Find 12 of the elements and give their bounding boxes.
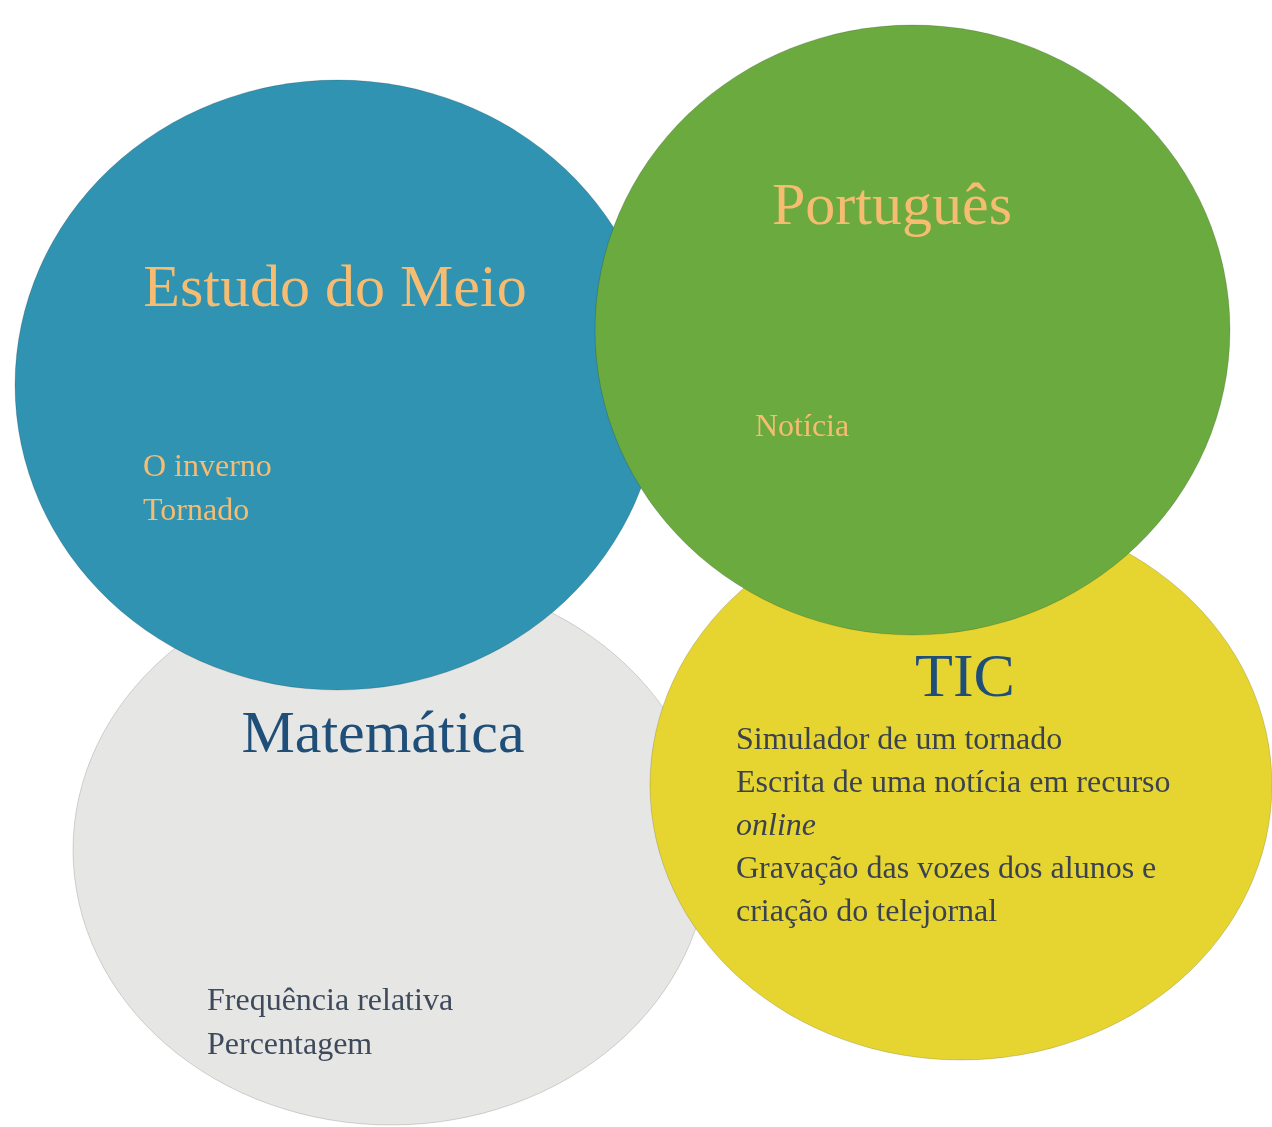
subject-title: Estudo do Meio — [143, 252, 527, 321]
topic-text: Simulador de um tornado — [736, 719, 1063, 758]
topic-text: Tornado — [143, 490, 250, 529]
topic-text: Percentagem — [207, 1024, 373, 1063]
topic-text: O inverno — [143, 446, 272, 485]
topic-text: Frequência relativa — [207, 980, 454, 1019]
subject-title: TIC — [915, 640, 1015, 711]
topic-text: Notícia — [755, 406, 850, 445]
subject-title: Português — [772, 170, 1012, 239]
topic-text: Gravação das vozes dos alunos e criação do telejornal — [736, 848, 1158, 930]
topic-text: Escrita de uma notícia em recurso online — [736, 762, 1172, 844]
subject-title: Matemática — [241, 698, 525, 767]
